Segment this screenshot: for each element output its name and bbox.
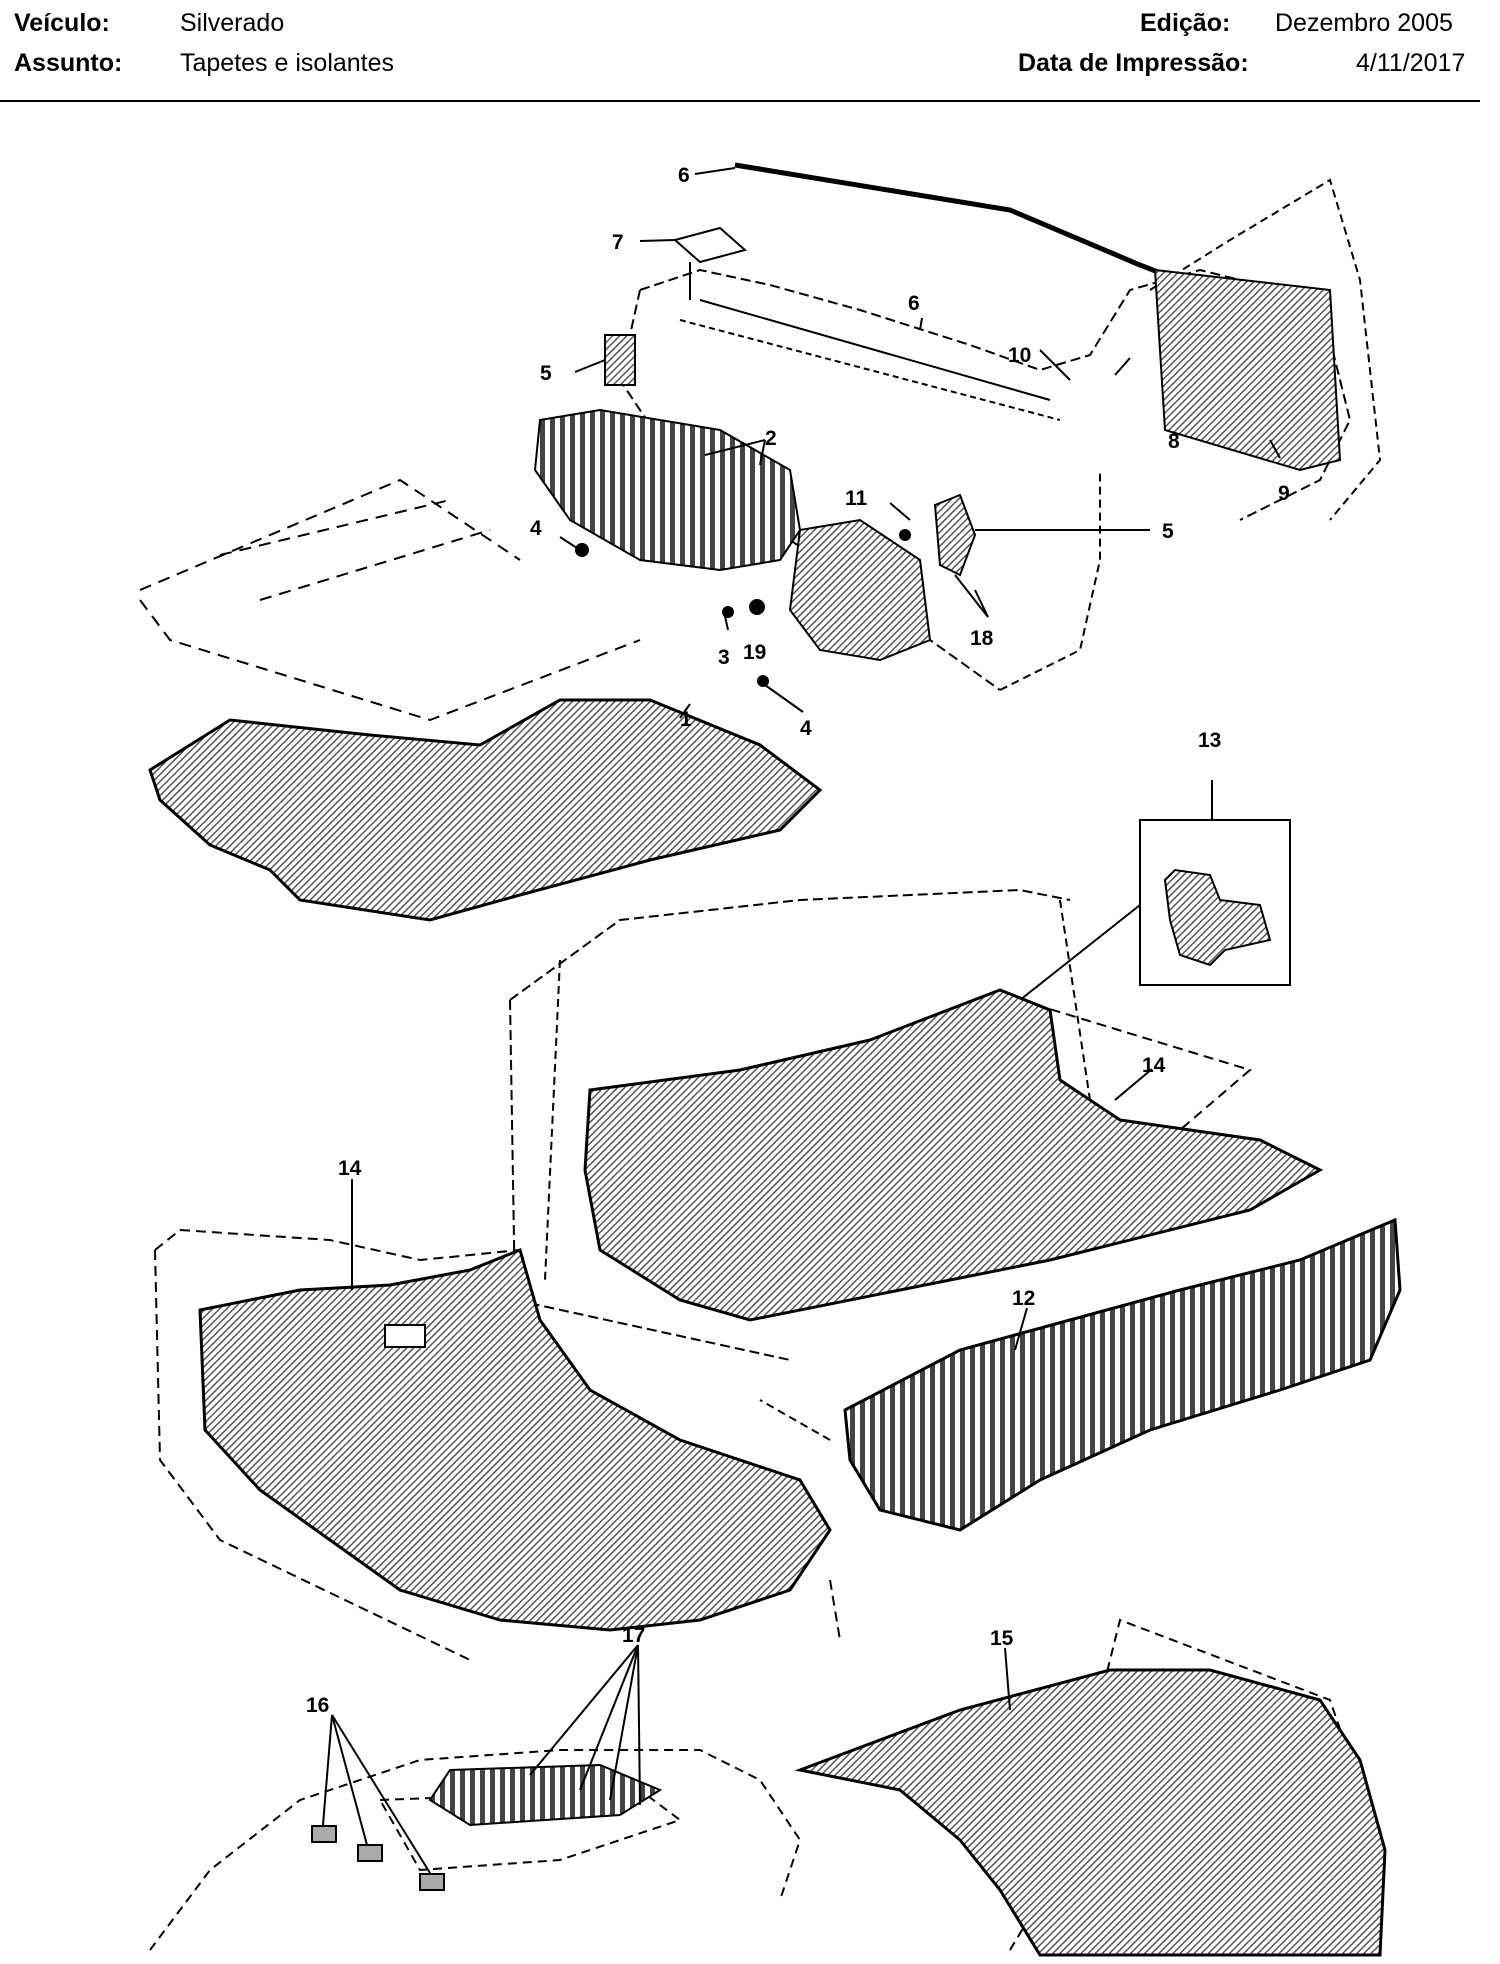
callout-1: 1 bbox=[680, 708, 692, 731]
callout-5-left: 5 bbox=[540, 362, 552, 385]
cowl-assembly bbox=[533, 162, 1382, 691]
callout-14-left: 14 bbox=[338, 1157, 362, 1180]
callout-10: 10 bbox=[1008, 344, 1031, 367]
spacer-pad-3 bbox=[419, 1873, 445, 1891]
callout-19: 19 bbox=[743, 641, 766, 664]
spacer-pad-2 bbox=[357, 1844, 383, 1862]
callout-3: 3 bbox=[718, 646, 730, 669]
vehicle-label: Veículo: bbox=[14, 9, 110, 37]
callout-5-right: 5 bbox=[1162, 520, 1174, 543]
parts-diagram: 6 7 6 10 5 8 9 2 11 5 4 18 3 19 4 1 13 1… bbox=[139, 162, 1402, 1957]
floor-cutout bbox=[384, 1324, 426, 1348]
spacer-pad-1 bbox=[311, 1825, 337, 1843]
header-rule bbox=[0, 100, 1480, 102]
callout-15: 15 bbox=[990, 1627, 1014, 1650]
callout-4-bottom: 4 bbox=[800, 717, 812, 740]
callout-13: 13 bbox=[1198, 729, 1221, 752]
edition-value: Dezembro 2005 bbox=[1275, 9, 1453, 37]
callout-17: 17 bbox=[622, 1624, 645, 1647]
edition-label: Edição: bbox=[1140, 9, 1231, 37]
callout-4-top: 4 bbox=[530, 517, 542, 540]
callout-6-mid: 6 bbox=[908, 292, 920, 315]
callout-14-right: 14 bbox=[1142, 1054, 1166, 1077]
leader-lines bbox=[322, 167, 1281, 1874]
detail-box bbox=[1019, 780, 1291, 1001]
callout-18: 18 bbox=[970, 627, 994, 650]
rear-floor-carpet bbox=[583, 988, 1324, 1322]
back-panel-insulator bbox=[794, 1668, 1387, 1957]
subject-label: Assunto: bbox=[14, 49, 123, 77]
print-date-label: Data de Impressão: bbox=[1018, 49, 1249, 77]
left-floor-carpet bbox=[198, 1247, 832, 1632]
callout-8: 8 bbox=[1168, 430, 1180, 453]
callout-7: 7 bbox=[612, 231, 624, 254]
front-floor-outline bbox=[139, 478, 641, 722]
callout-9: 9 bbox=[1278, 482, 1290, 505]
rear-panel-insulator bbox=[843, 1217, 1402, 1532]
subject-value: Tapetes e isolantes bbox=[180, 49, 395, 77]
print-date-value: 4/11/2017 bbox=[1356, 49, 1466, 77]
callout-12: 12 bbox=[1012, 1287, 1035, 1310]
callout-16: 16 bbox=[306, 1694, 329, 1717]
callout-2: 2 bbox=[765, 427, 777, 450]
callout-6-top: 6 bbox=[678, 164, 690, 187]
left-floor-outline bbox=[154, 1228, 841, 1661]
rear-floor-pad bbox=[428, 1763, 663, 1827]
callout-11: 11 bbox=[845, 487, 868, 510]
front-floor-mat bbox=[148, 698, 823, 922]
vehicle-value: Silverado bbox=[180, 9, 285, 37]
